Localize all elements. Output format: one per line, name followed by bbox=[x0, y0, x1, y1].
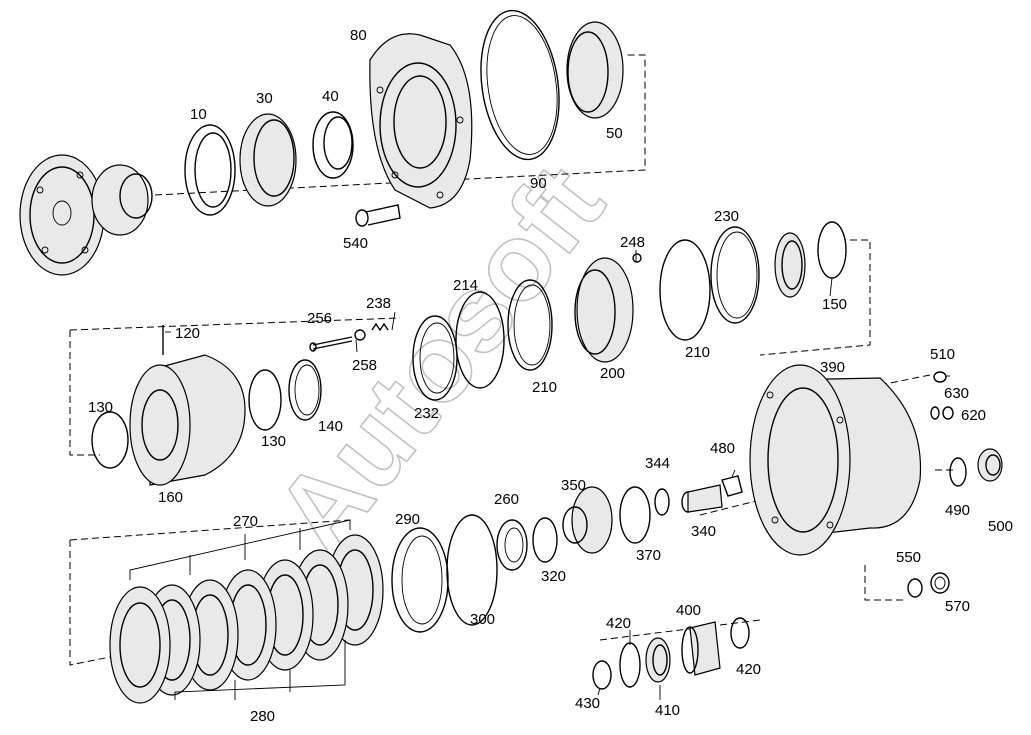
part-258-nut bbox=[354, 329, 366, 341]
label-90: 90 bbox=[530, 175, 547, 192]
part-290-disc bbox=[391, 527, 449, 633]
part-370-snap-ring bbox=[619, 486, 651, 544]
label-370: 370 bbox=[636, 547, 661, 564]
clutch-disc-pack bbox=[109, 519, 384, 704]
label-214: 214 bbox=[453, 277, 478, 294]
part-320-ring bbox=[532, 517, 558, 563]
label-258: 258 bbox=[352, 357, 377, 374]
label-130-right: 130 bbox=[261, 433, 286, 450]
part-130-ring-left bbox=[91, 411, 129, 469]
part-210-ring-left bbox=[507, 279, 553, 371]
label-140: 140 bbox=[318, 418, 343, 435]
label-480: 480 bbox=[710, 440, 735, 457]
label-550: 550 bbox=[896, 549, 921, 566]
label-120: 120 bbox=[175, 325, 200, 342]
label-238: 238 bbox=[366, 295, 391, 312]
planet-carrier-housing bbox=[19, 154, 153, 276]
label-300: 300 bbox=[470, 611, 495, 628]
part-200-piston bbox=[574, 257, 634, 363]
label-210-left: 210 bbox=[532, 379, 557, 396]
label-80: 80 bbox=[350, 27, 367, 44]
label-290: 290 bbox=[395, 511, 420, 528]
part-390-housing bbox=[749, 364, 922, 556]
label-540: 540 bbox=[343, 235, 368, 252]
label-248: 248 bbox=[620, 234, 645, 251]
part-260-ring bbox=[496, 519, 528, 571]
part-90-o-ring bbox=[480, 9, 560, 161]
leader-lines bbox=[165, 250, 950, 700]
label-160: 160 bbox=[158, 489, 183, 506]
part-labels: 10 30 40 80 90 50 540 120 130 130 140 16… bbox=[88, 27, 1013, 725]
label-10: 10 bbox=[190, 106, 207, 123]
part-210-ring-right bbox=[659, 239, 711, 341]
label-510: 510 bbox=[930, 346, 955, 363]
part-420-ring-left bbox=[619, 642, 641, 688]
label-420-right: 420 bbox=[736, 661, 761, 678]
label-430: 430 bbox=[575, 695, 600, 712]
label-150: 150 bbox=[822, 296, 847, 313]
label-400: 400 bbox=[676, 602, 701, 619]
part-80-flange bbox=[369, 33, 473, 209]
label-340: 340 bbox=[691, 523, 716, 540]
label-270: 270 bbox=[233, 513, 258, 530]
part-238-spring bbox=[371, 322, 389, 332]
label-30: 30 bbox=[256, 90, 273, 107]
part-620-plug bbox=[942, 406, 954, 420]
part-420-ring-right bbox=[730, 617, 750, 649]
part-540-bolt bbox=[355, 204, 401, 227]
label-344: 344 bbox=[645, 455, 670, 472]
label-200: 200 bbox=[600, 365, 625, 382]
part-400-needle-bearing bbox=[681, 621, 721, 676]
part-630-washer bbox=[930, 406, 940, 420]
part-30-bearing bbox=[239, 113, 297, 207]
part-256-pin bbox=[309, 336, 353, 352]
label-40: 40 bbox=[322, 88, 339, 105]
part-500-plug bbox=[977, 448, 1003, 482]
part-130-ring-right bbox=[248, 369, 282, 431]
label-500: 500 bbox=[988, 518, 1013, 535]
part-480-washer bbox=[721, 475, 743, 497]
part-550-plug bbox=[907, 578, 923, 598]
label-260: 260 bbox=[494, 491, 519, 508]
part-300-ring bbox=[446, 514, 498, 626]
label-280: 280 bbox=[250, 708, 275, 725]
part-510-bolt bbox=[933, 371, 947, 383]
label-230: 230 bbox=[714, 208, 739, 225]
part-40-ring bbox=[312, 111, 354, 179]
part-214-ring bbox=[455, 291, 505, 389]
label-130-left: 130 bbox=[88, 399, 113, 416]
label-256: 256 bbox=[307, 310, 332, 327]
part-230-ring bbox=[710, 226, 760, 324]
part-344-ring bbox=[654, 488, 670, 516]
part-410-bearing bbox=[645, 637, 671, 683]
part-140-ring bbox=[288, 359, 322, 421]
label-390: 390 bbox=[820, 359, 845, 376]
label-232: 232 bbox=[414, 405, 439, 422]
part-340-shaft bbox=[681, 484, 723, 513]
label-420-left: 420 bbox=[606, 615, 631, 632]
part-50-bearing bbox=[566, 21, 624, 119]
part-430-ring bbox=[592, 660, 612, 690]
part-230-gear-disc bbox=[774, 232, 806, 298]
label-410: 410 bbox=[655, 702, 680, 719]
part-570-nut bbox=[930, 572, 950, 594]
label-570: 570 bbox=[945, 598, 970, 615]
label-620: 620 bbox=[961, 407, 986, 424]
label-630: 630 bbox=[944, 385, 969, 402]
part-160-planet-carrier bbox=[129, 354, 246, 486]
part-350-sun-gear bbox=[562, 486, 613, 554]
label-210-right: 210 bbox=[685, 344, 710, 361]
label-490: 490 bbox=[945, 502, 970, 519]
part-490-ring bbox=[949, 457, 967, 487]
label-50: 50 bbox=[606, 125, 623, 142]
part-248-plug bbox=[632, 253, 642, 263]
label-350: 350 bbox=[561, 477, 586, 494]
part-150-snap-ring bbox=[817, 221, 847, 279]
watermark: Autosoft bbox=[252, 143, 627, 575]
part-10-ring bbox=[184, 124, 236, 216]
label-320: 320 bbox=[541, 568, 566, 585]
